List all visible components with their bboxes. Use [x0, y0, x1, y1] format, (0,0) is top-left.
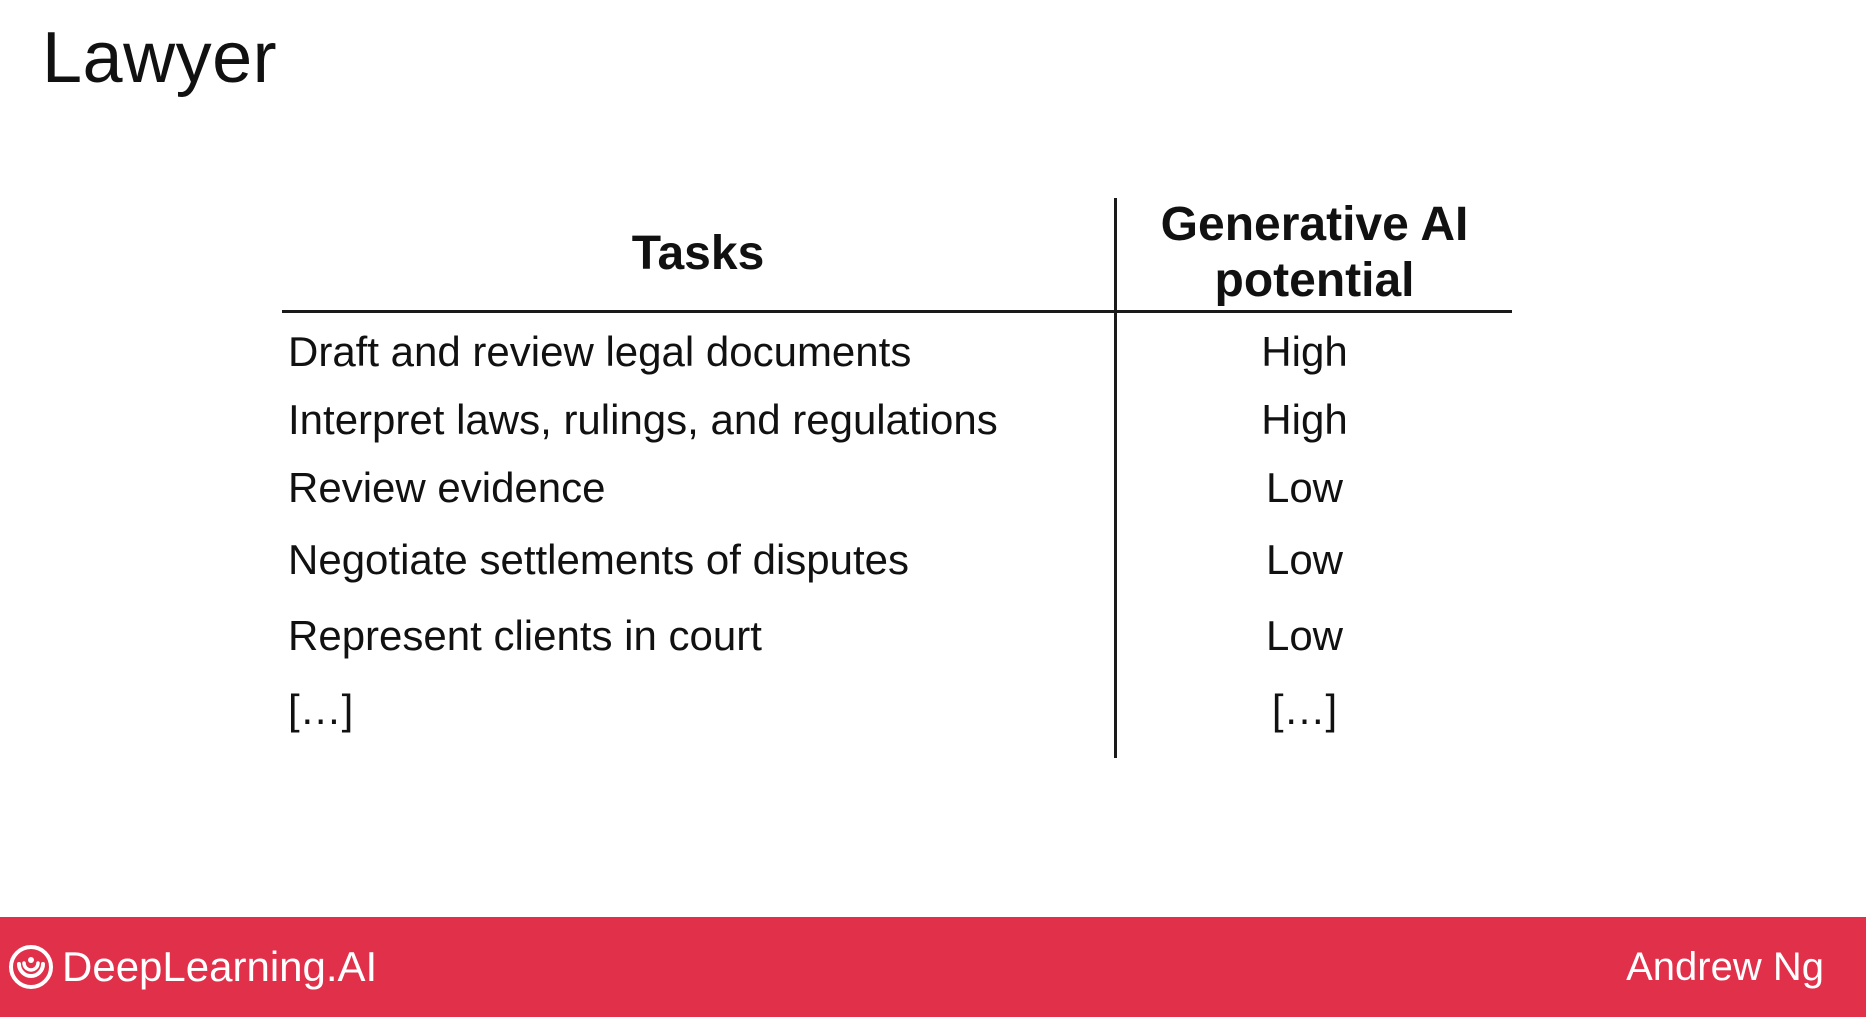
brand-name: DeepLearning.AI [62, 943, 378, 990]
deeplearning-logo-icon [9, 945, 53, 989]
potential-cell: Low [1265, 612, 1344, 659]
table-row: Represent clients in court Low [282, 606, 1512, 666]
header-divider [282, 310, 1512, 313]
task-cell: Interpret laws, rulings, and regulations [288, 396, 998, 443]
potential-cell: High [1261, 328, 1348, 375]
table-row: Negotiate settlements of disputes Low [282, 530, 1512, 590]
brand: DeepLearning.AI [8, 917, 377, 1017]
table-row: Draft and review legal documents High [282, 322, 1512, 382]
footer-bar: DeepLearning.AI Andrew Ng [0, 917, 1866, 1017]
task-cell: Negotiate settlements of disputes [288, 536, 910, 583]
table-row: Interpret laws, rulings, and regulations… [282, 390, 1512, 450]
task-cell: Represent clients in court [288, 612, 762, 659]
table-row: Review evidence Low [282, 458, 1512, 518]
header-tasks: Tasks [631, 226, 765, 280]
task-cell: Draft and review legal documents [288, 328, 912, 375]
potential-cell: Low [1265, 464, 1344, 511]
potential-cell: High [1261, 396, 1348, 443]
potential-cell: Low [1265, 536, 1344, 583]
potential-cell: […] [1271, 686, 1338, 733]
header-generative-ai-potential: Generative AI potential [1160, 198, 1469, 307]
task-table: Tasks Generative AI potential Draft and … [282, 196, 1512, 760]
column-divider [1114, 198, 1117, 758]
slide-title: Lawyer [42, 18, 278, 98]
table-row: […] […] [282, 680, 1512, 740]
task-cell: […] [288, 686, 354, 733]
task-cell: Review evidence [288, 464, 606, 511]
author-name: Andrew Ng [1626, 945, 1824, 989]
